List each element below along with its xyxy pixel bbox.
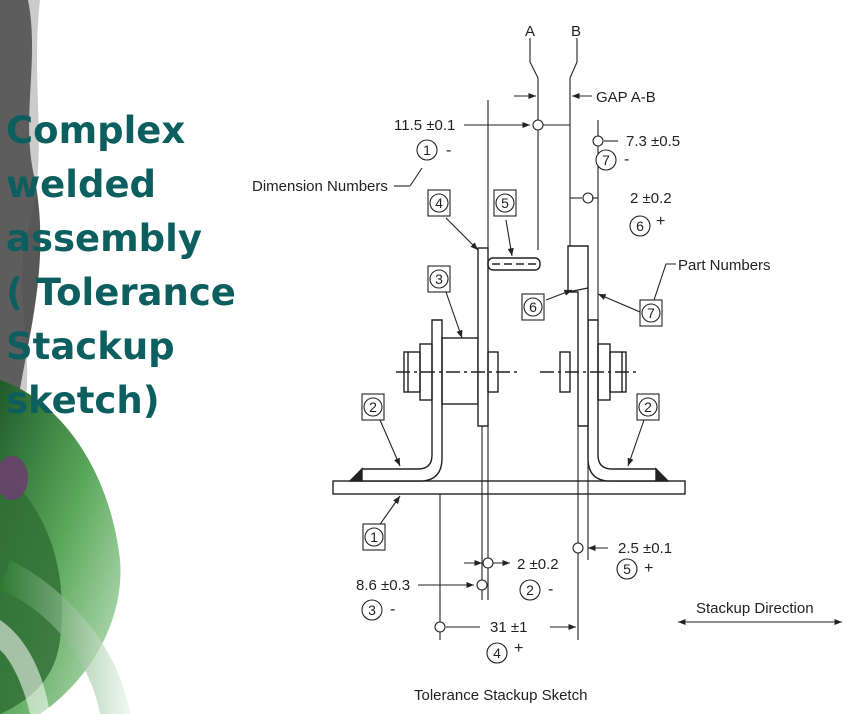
- dimension-value: 7.3 ±0.5: [626, 133, 680, 150]
- dimension-sign: +: [644, 560, 653, 577]
- title-line: welded: [6, 163, 157, 206]
- part-number: 2: [369, 399, 377, 415]
- part-number: 3: [435, 271, 443, 287]
- title-line: sketch): [6, 379, 160, 422]
- title-line: Complex: [6, 109, 186, 152]
- dimension-number: 6: [636, 218, 644, 234]
- dimension-sign: -: [624, 151, 629, 168]
- dimension-sign: -: [548, 581, 553, 598]
- left-bracket-shape: [361, 319, 443, 482]
- dimension-number-texts: 1 7 6 2 5 3 4: [368, 142, 644, 661]
- weld-fillet: [348, 467, 363, 482]
- stackup-direction-label: Stackup Direction: [696, 600, 814, 617]
- weld-fillet: [655, 467, 670, 482]
- spacer-tube-shape: [441, 337, 479, 405]
- dimension-sign: -: [390, 601, 395, 618]
- title-line: assembly: [6, 217, 202, 260]
- gap-label: GAP A-B: [596, 89, 656, 106]
- slide-title: Complex welded assembly ( Tolerance Stac…: [6, 104, 251, 428]
- dimension-numbers-label: Dimension Numbers: [252, 178, 388, 195]
- part-number: 2: [644, 399, 652, 415]
- dimension-number: 7: [602, 152, 610, 168]
- dimension-sign: +: [656, 213, 665, 230]
- base-plate-shape: [332, 480, 686, 495]
- part-number: 7: [647, 305, 655, 321]
- dimension-number: 5: [623, 561, 631, 577]
- part-number: 4: [435, 195, 443, 211]
- dimension-value: 11.5 ±0.1: [394, 117, 455, 134]
- part-number: 6: [529, 299, 537, 315]
- title-line: Stackup: [6, 325, 175, 368]
- dimension-number: 2: [526, 582, 534, 598]
- slide-decoration: [0, 0, 250, 714]
- dimension-number-circles: [361, 139, 651, 664]
- left-plate-shape: [477, 247, 489, 427]
- dimension-value: 31 ±1: [490, 619, 527, 636]
- dimension-value: 2 ±0.2: [517, 556, 559, 573]
- dimension-value: 2 ±0.2: [630, 190, 672, 207]
- part-numbers-label: Part Numbers: [678, 257, 771, 274]
- reference-b-label: B: [571, 23, 581, 40]
- part-number-texts: 4 5 3 6 7 2 2 1: [369, 195, 655, 545]
- diagram-caption: Tolerance Stackup Sketch: [414, 687, 587, 704]
- pin-shape: [487, 257, 541, 271]
- dimension-sign: +: [514, 640, 523, 657]
- assembly-drawing: [332, 245, 686, 495]
- part-number: 5: [501, 195, 509, 211]
- green-swoosh-graphic: [0, 0, 130, 714]
- part-number-boxes: [361, 189, 663, 551]
- reference-a-label: A: [525, 23, 535, 40]
- dimension-number: 3: [368, 602, 376, 618]
- dimension-value: 8.6 ±0.3: [356, 577, 410, 594]
- dimension-number: 4: [493, 645, 501, 661]
- dimension-number: 1: [423, 142, 431, 158]
- dimension-sign: -: [446, 142, 451, 159]
- title-line: ( Tolerance: [6, 271, 236, 314]
- part-number: 1: [370, 529, 378, 545]
- dimension-value: 2.5 ±0.1: [618, 540, 672, 557]
- dimension-signs: - - + - + - +: [390, 142, 665, 657]
- right-plate-shape: [567, 245, 589, 427]
